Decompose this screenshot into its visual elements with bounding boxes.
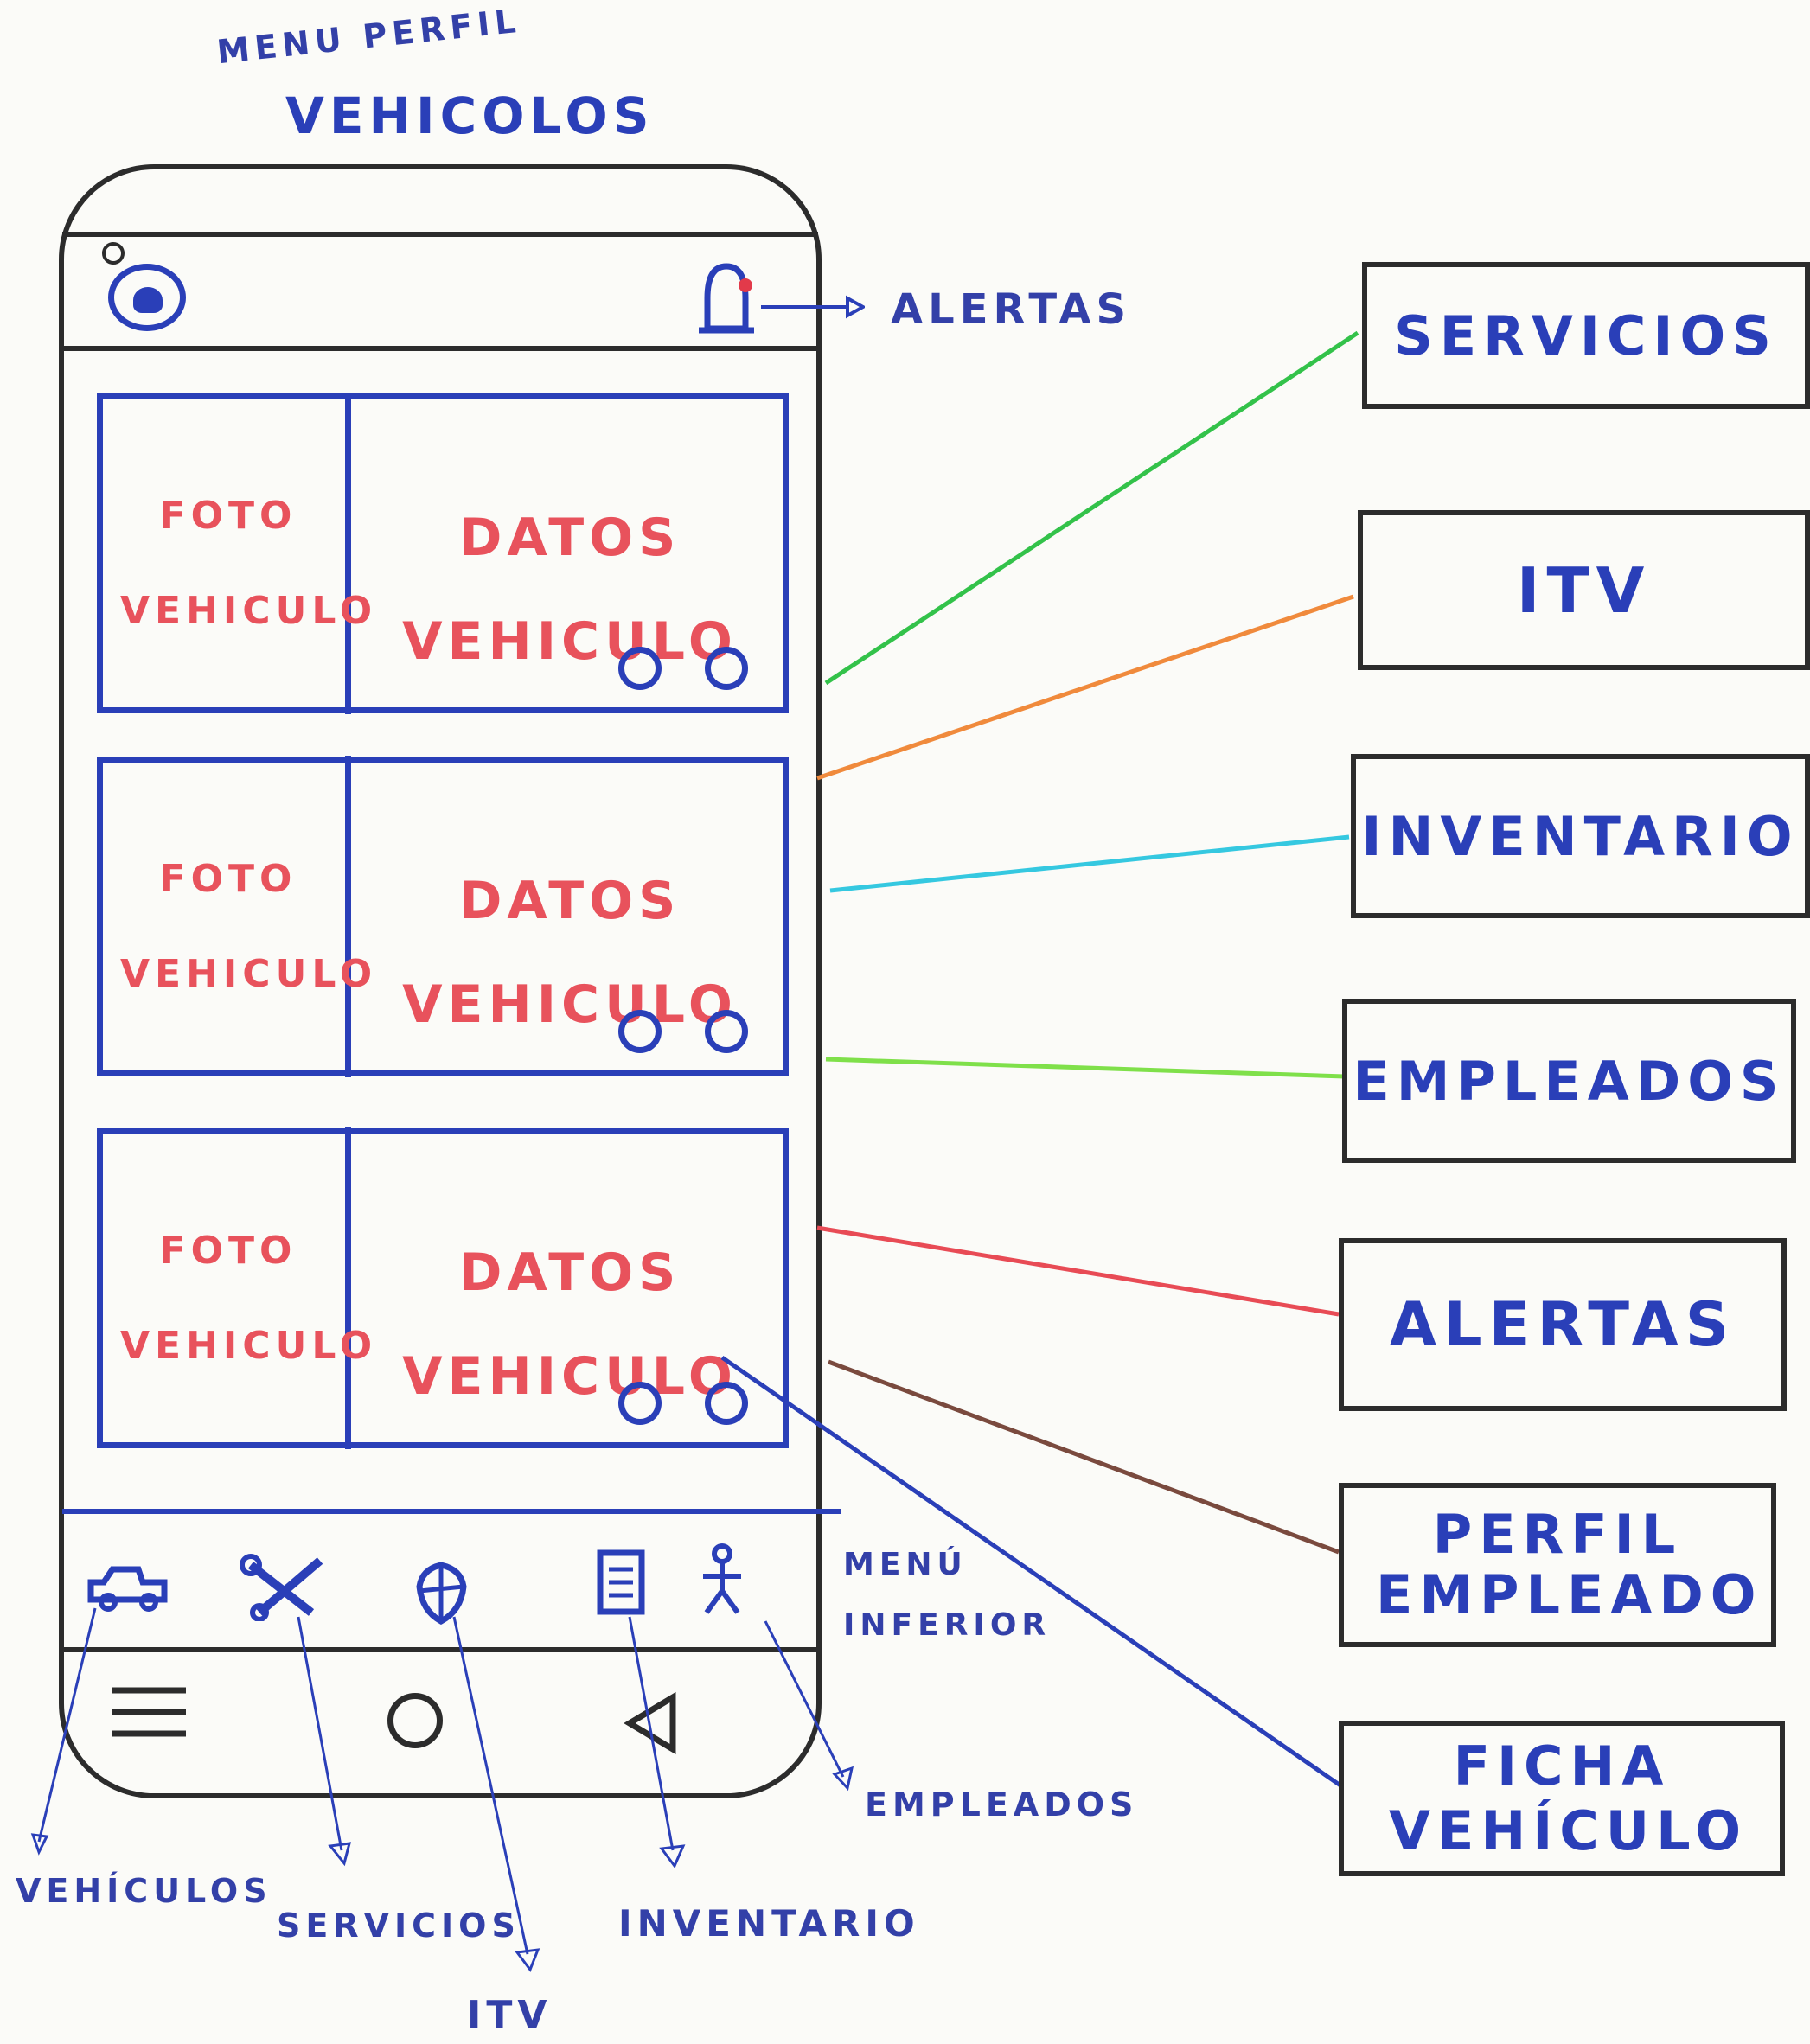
action-circle-icon[interactable] [618,647,662,690]
nav-label-vehiculos: VEHÍCULOS [16,1872,272,1910]
card-divider [345,1127,351,1449]
alerts-annotation: ALERTAS [891,285,1132,334]
action-circle-icon[interactable] [618,1382,662,1425]
alerts-bell-icon[interactable] [692,259,761,337]
bottom-arrows [30,1607,854,1973]
employees-person-icon[interactable] [696,1543,748,1617]
nav-label-itv: ITV [467,1993,553,2037]
nav-label-inventario: INVENTARIO [618,1902,920,1945]
card-actions [618,647,748,690]
nav-label-empleados: EMPLEADOS [865,1785,1139,1824]
screen-box-alertas[interactable]: ALERTAS [1339,1238,1787,1411]
alerts-arrow [761,295,865,319]
itv-shield-icon[interactable] [413,1561,470,1626]
screen-box-perfil-empleado[interactable]: PERFIL EMPLEADO [1339,1483,1776,1647]
card-actions [618,1010,748,1053]
profile-avatar-icon [133,287,163,313]
action-circle-icon[interactable] [618,1010,662,1053]
status-dot-icon [102,242,125,265]
action-circle-icon[interactable] [705,647,748,690]
bottom-menu-top-border [62,1509,841,1514]
screen-box-itv[interactable]: ITV [1358,510,1810,670]
action-circle-icon[interactable] [705,1010,748,1053]
card-divider [345,393,351,714]
services-tools-icon[interactable] [238,1552,333,1621]
inventory-clipboard-icon[interactable] [595,1548,647,1617]
bottom-menu-bottom-border [62,1647,818,1652]
screen-box-inventario[interactable]: INVENTARIO [1351,754,1810,918]
top-bar-top-border [62,232,818,237]
hamburger-menu-icon[interactable] [108,1682,190,1742]
screen-box-servicios[interactable]: SERVICIOS [1362,262,1810,409]
home-circle-icon[interactable] [387,1693,443,1748]
top-bar-bottom-border [62,346,818,351]
card-actions [618,1382,748,1425]
bottom-menu-annotation: MENÚ INFERIOR [843,1547,1052,1643]
action-circle-icon[interactable] [705,1382,748,1425]
card-divider [345,756,351,1077]
nav-label-servicios: SERVICIOS [277,1907,521,1945]
vehicles-car-icon[interactable] [86,1561,169,1613]
phone-frame [59,164,822,1798]
profile-menu-icon[interactable] [108,264,186,331]
screen-box-ficha-vehiculo[interactable]: FICHA VEHÍCULO [1339,1721,1785,1876]
page-title: VEHICOLOS [285,86,655,145]
screen-box-empleados[interactable]: EMPLEADOS [1342,999,1796,1163]
